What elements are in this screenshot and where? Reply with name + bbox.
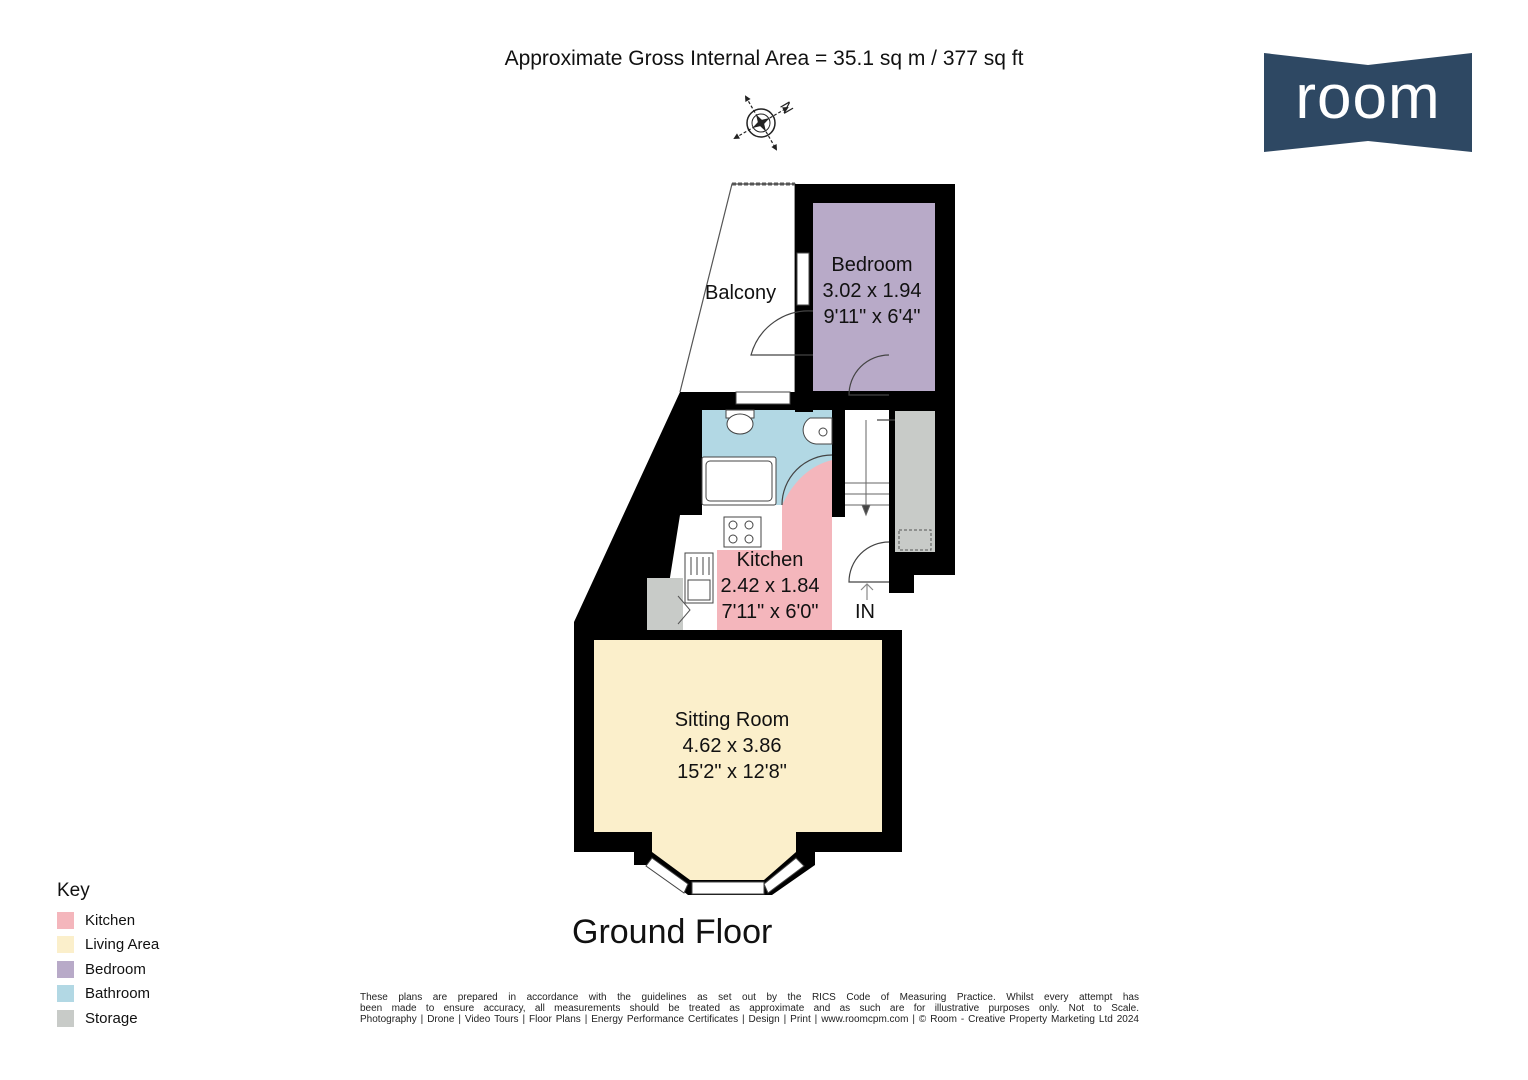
entrance-door-swing	[848, 541, 890, 583]
balcony-label: Balcony	[705, 282, 777, 304]
kitchen-fixtures	[684, 516, 762, 604]
legend-swatch	[57, 985, 74, 1003]
legend-label: Bathroom	[85, 985, 151, 1003]
sitting-room-metric: 4.62 x 3.86	[682, 735, 782, 757]
kitchen-door-swing	[781, 454, 833, 506]
legend-label: Storage	[85, 1009, 138, 1027]
kitchen-name: Kitchen	[736, 549, 804, 571]
bay-window-fill	[652, 832, 796, 880]
kitchen-imperial: 7'11" x 6'0"	[721, 601, 819, 623]
bedroom-label: Bedroom 3.02 x 1.94 9'11" x 6'4"	[812, 252, 932, 330]
sitting-room-name: Sitting Room	[674, 709, 790, 731]
legend-label: Kitchen	[85, 911, 136, 929]
logo-banner	[1264, 53, 1472, 152]
bedroom-door-swing	[750, 310, 814, 356]
storage-left-fill	[647, 578, 683, 630]
bathroom-fixtures	[701, 409, 833, 506]
sitting-room-label: Sitting Room 4.62 x 3.86 15'2" x 12'8"	[652, 707, 812, 785]
kitchen-label: Kitchen 2.42 x 1.84 7'11" x 6'0"	[710, 547, 830, 625]
legend-swatch	[57, 1009, 74, 1027]
stairs	[845, 420, 889, 517]
disclaimer-line: been made to ensure accuracy, all measur…	[360, 1003, 1139, 1014]
kitchen-metric: 2.42 x 1.84	[720, 575, 820, 597]
legend-label: Bedroom	[85, 960, 146, 978]
legend-item-living-area: Living Area	[57, 933, 159, 958]
floor-title: Ground Floor	[572, 913, 773, 951]
logo-text: room	[1295, 63, 1441, 132]
hall-door-swing	[848, 354, 890, 396]
sitting-room-fill	[594, 640, 882, 832]
legend-item-kitchen: Kitchen	[57, 908, 159, 933]
storage-right-fill	[895, 411, 935, 552]
bedroom-imperial: 9'11" x 6'4"	[823, 306, 921, 328]
legend: Key Kitchen Living Area Bedroom Bathroom…	[57, 880, 159, 1031]
legend-title: Key	[57, 880, 90, 901]
legend-item-storage: Storage	[57, 1006, 159, 1031]
bedroom-fill	[813, 203, 935, 391]
legend-item-bedroom: Bedroom	[57, 957, 159, 982]
legend-swatch	[57, 911, 74, 929]
entrance-label: IN	[855, 601, 875, 623]
room-logo	[1264, 53, 1472, 152]
legend-item-bathroom: Bathroom	[57, 982, 159, 1007]
disclaimer-line: These plans are prepared in accordance w…	[360, 992, 1139, 1003]
entrance-arrow-icon	[860, 583, 874, 600]
hall-lower-fill	[845, 517, 889, 630]
bedroom-name: Bedroom	[831, 254, 913, 276]
north-compass-icon: N	[733, 95, 796, 151]
disclaimer-line: Photography | Drone | Video Tours | Floo…	[360, 1014, 1139, 1025]
legend-swatch	[57, 960, 74, 978]
sitting-room-imperial: 15'2" x 12'8"	[677, 761, 787, 783]
gross-internal-area: Approximate Gross Internal Area = 35.1 s…	[504, 47, 1024, 70]
disclaimer: These plans are prepared in accordance w…	[360, 992, 1139, 1025]
legend-swatch	[57, 936, 74, 954]
legend-label: Living Area	[85, 936, 160, 954]
bedroom-metric: 3.02 x 1.94	[822, 280, 922, 302]
